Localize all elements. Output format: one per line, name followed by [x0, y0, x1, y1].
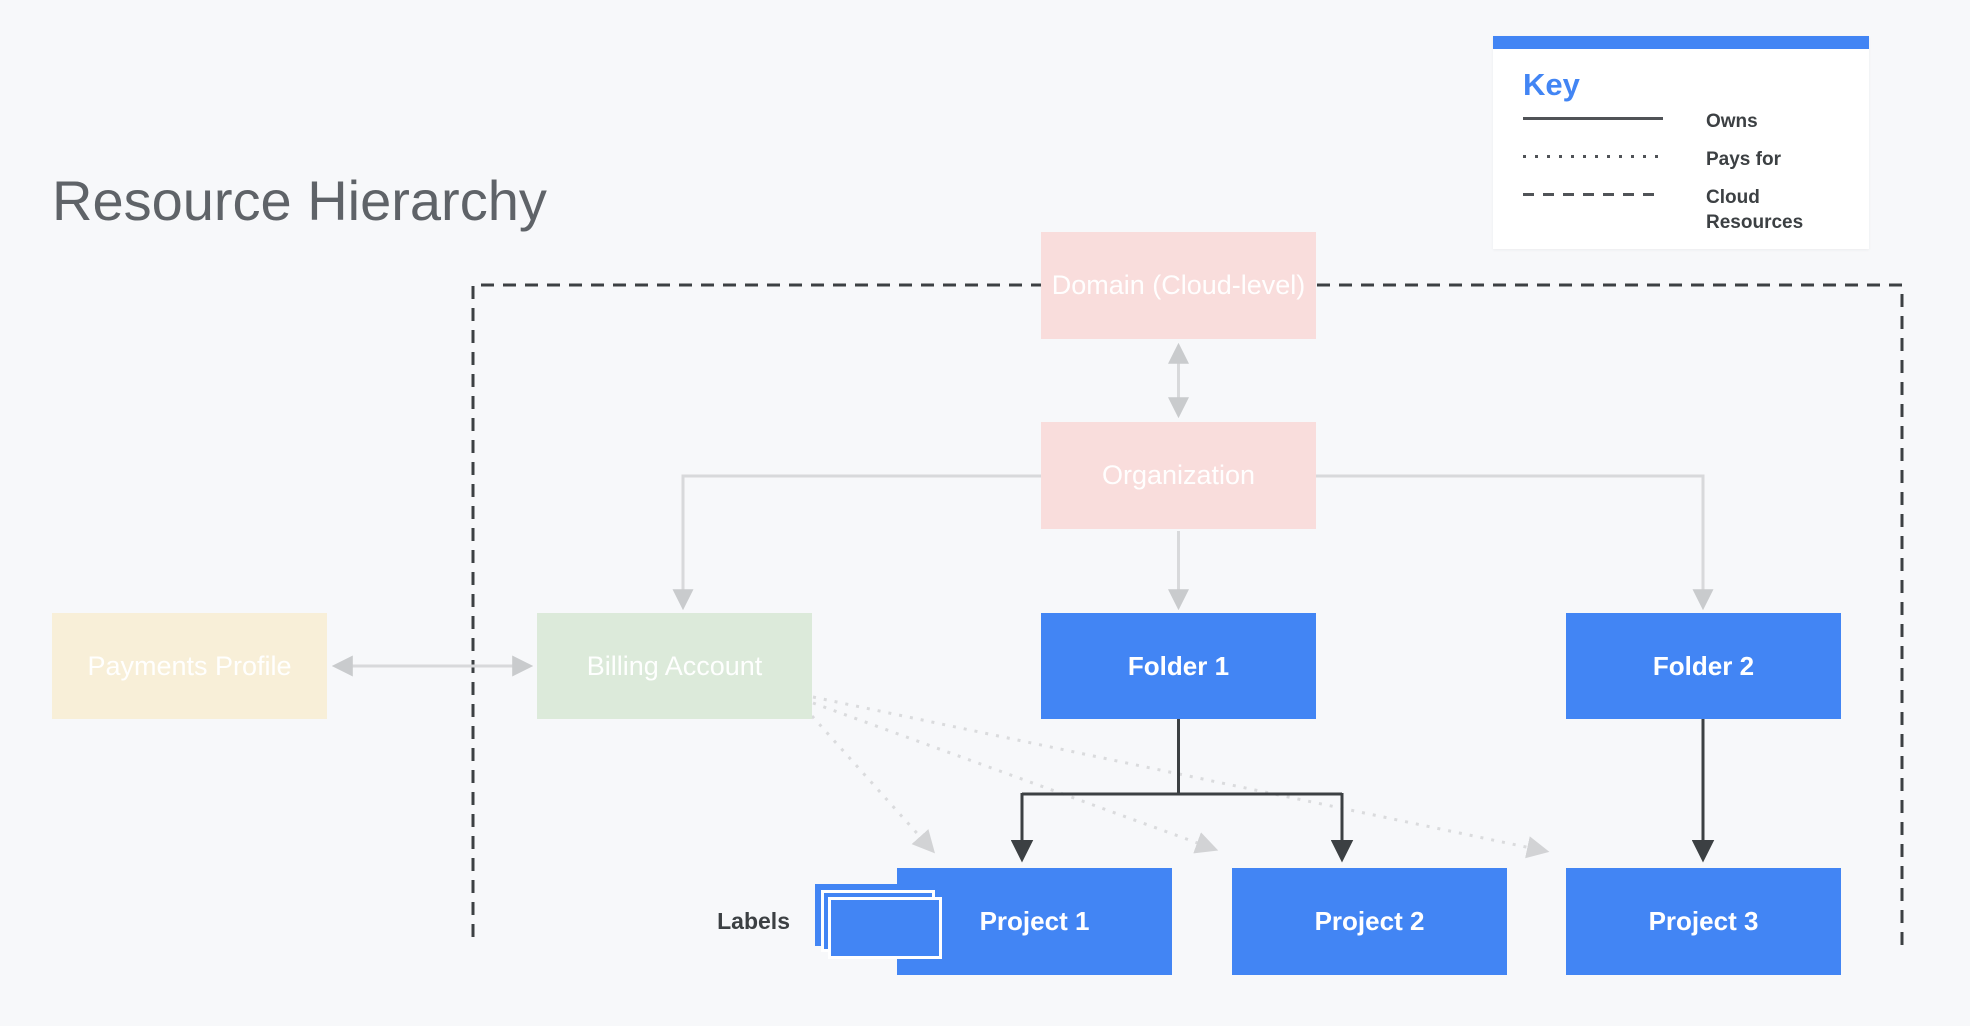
- node-folder-2: Folder 2: [1566, 613, 1841, 719]
- node-project-3: Project 3: [1566, 868, 1841, 975]
- key-accent-bar: [1493, 36, 1869, 49]
- edge-billing-project-1: [810, 714, 936, 854]
- node-project-1: Project 1: [897, 868, 1172, 975]
- node-domain: Domain (Cloud-level): [1041, 232, 1316, 339]
- page-title: Resource Hierarchy: [52, 169, 547, 232]
- key-label-pays-for: Pays for: [1706, 149, 1781, 171]
- key-label-cloud-resources: Cloud Resources: [1706, 187, 1804, 234]
- node-folder-1: Folder 1: [1041, 613, 1316, 719]
- key-row-pays-for: Pays for: [1523, 147, 1851, 172]
- key-panel: Key Owns Pays for Cloud Resources: [1493, 36, 1869, 250]
- dotted-line-sample: [1523, 155, 1663, 159]
- key-heading: Key: [1523, 67, 1580, 102]
- node-billing-account: Billing Account: [537, 613, 812, 719]
- labels-stack-icon: [828, 897, 942, 959]
- edge-organization-billing-account: [672, 474, 1041, 611]
- key-row-owns: Owns: [1523, 109, 1851, 134]
- edge-billing-project-2: [812, 701, 1219, 854]
- labels-caption: Labels: [717, 908, 790, 934]
- key-row-cloud-resources: Cloud Resources: [1523, 185, 1851, 235]
- node-organization: Organization: [1041, 422, 1316, 529]
- key-label-owns: Owns: [1706, 111, 1758, 132]
- node-payments-profile: Payments Profile: [52, 613, 327, 719]
- solid-line-sample: [1523, 117, 1663, 120]
- edge-organization-folder-2: [1316, 474, 1714, 611]
- dashed-line-sample: [1523, 193, 1663, 197]
- node-project-2: Project 2: [1232, 868, 1507, 975]
